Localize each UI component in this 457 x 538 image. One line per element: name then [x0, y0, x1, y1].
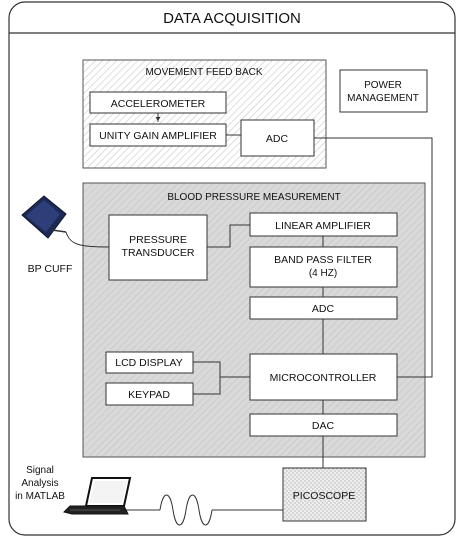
signal-analysis-line3: in MATLAB — [15, 491, 65, 502]
keypad-to-micro-link — [193, 377, 221, 395]
bp-cuff-icon — [21, 195, 67, 239]
cuff-tube-link — [65, 231, 110, 248]
power-label-line1: POWER — [364, 80, 402, 91]
movement-adc-label: ADC — [266, 133, 289, 145]
microcontroller-label: MICROCONTROLLER — [270, 372, 377, 384]
lcd-to-micro-link — [193, 361, 250, 378]
signal-analysis-line2: Analysis — [21, 478, 58, 489]
power-management-box — [339, 69, 428, 113]
pressure-transducer-box — [108, 214, 208, 281]
dac-label: DAC — [312, 420, 335, 432]
accel-arrow-icon — [155, 117, 161, 121]
band-pass-label-line1: BAND PASS FILTER — [274, 254, 372, 266]
movement-feedback-title: MOVEMENT FEED BACK — [145, 67, 262, 78]
bp-measurement-title: BLOOD PRESSURE MEASUREMENT — [167, 192, 340, 203]
power-label-line2: MANAGEMENT — [347, 93, 419, 104]
sine-wave-icon — [159, 494, 213, 526]
connectors — [65, 137, 433, 526]
movement-adc-box — [240, 119, 315, 157]
movement-adc-to-micro-link — [314, 137, 433, 378]
band-pass-label-line2: (4 HZ) — [309, 268, 337, 279]
signal-analysis-line1: Signal — [26, 465, 54, 476]
laptop-icon — [63, 477, 132, 515]
lcd-display-label: LCD DISPLAY — [115, 357, 183, 369]
picoscope-label: PICOSCOPE — [293, 490, 355, 502]
accelerometer-label: ACCELEROMETER — [111, 98, 206, 110]
unity-gain-amplifier-label: UNITY GAIN AMPLIFIER — [99, 130, 217, 142]
pressure-label-line2: TRANSDUCER — [122, 247, 195, 259]
picoscope-box — [282, 467, 367, 522]
pressure-label-line1: PRESSURE — [129, 234, 187, 246]
transducer-to-amplifier-link — [207, 224, 250, 248]
bp-cuff-label: BP CUFF — [28, 263, 73, 275]
diagram-title: DATA ACQUISITION — [163, 10, 301, 27]
bp-adc-label: ADC — [312, 303, 335, 315]
band-pass-filter-box — [249, 246, 398, 288]
keypad-label: KEYPAD — [128, 389, 170, 401]
linear-amplifier-label: LINEAR AMPLIFIER — [275, 220, 371, 232]
